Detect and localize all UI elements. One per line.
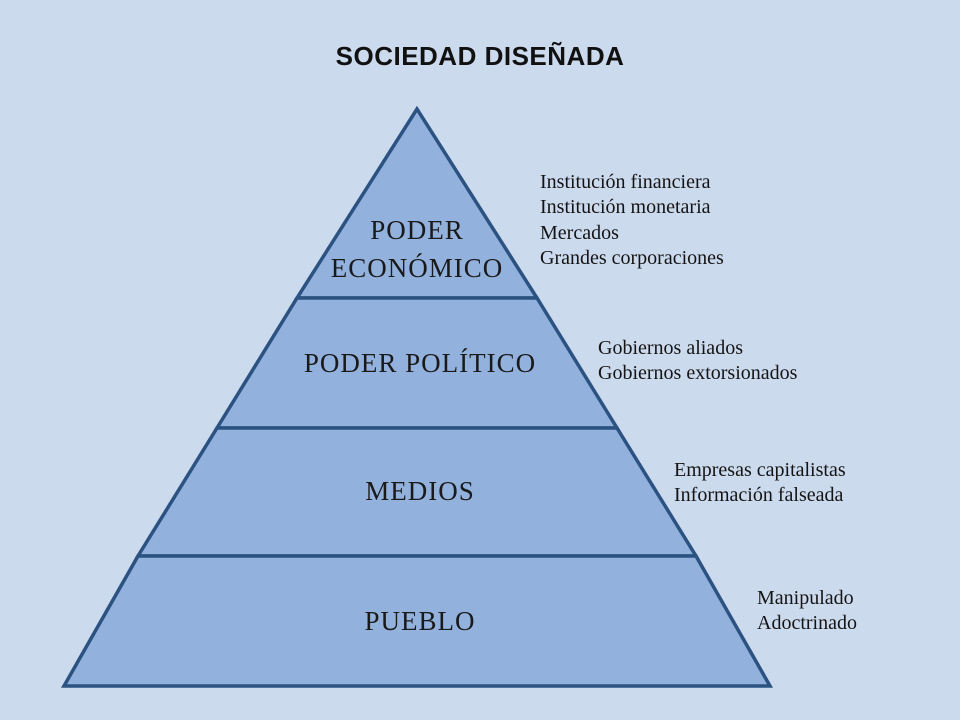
annotation-line: Manipulado xyxy=(757,587,854,609)
diagram-title: SOCIEDAD DISEÑADA xyxy=(335,41,625,71)
annotation-line: Institución monetaria xyxy=(540,196,711,219)
level-label-medios: MEDIOS xyxy=(365,476,475,506)
level-label-pueblo: PUEBLO xyxy=(364,606,475,636)
annotations-poder-economico: Institución financiera Institución monet… xyxy=(540,170,724,271)
annotation-line: Empresas capitalistas xyxy=(674,459,846,481)
annotation-line: Institución financiera xyxy=(540,171,711,193)
annotations-pueblo: Manipulado Adoctrinado xyxy=(757,586,857,637)
annotation-line: Información falseada xyxy=(674,484,844,507)
annotation-line: Gobiernos aliados xyxy=(598,337,743,359)
pyramid-level-pueblo xyxy=(60,554,774,688)
level-label-poder-economico-line1: PODER xyxy=(370,215,464,245)
level-label-poder-economico-line2: ECONÓMICO xyxy=(331,253,504,283)
annotations-poder-politico: Gobiernos aliados Gobiernos extorsionado… xyxy=(598,336,797,387)
annotation-line: Grandes corporaciones xyxy=(540,246,724,269)
annotations-medios: Empresas capitalistas Información falsea… xyxy=(674,458,846,509)
annotation-line: Gobiernos extorsionados xyxy=(598,362,798,385)
annotation-line: Adoctrinado xyxy=(757,612,857,635)
level-label-poder-politico: PODER POLÍTICO xyxy=(304,348,536,378)
annotation-line: Mercados xyxy=(540,221,619,244)
